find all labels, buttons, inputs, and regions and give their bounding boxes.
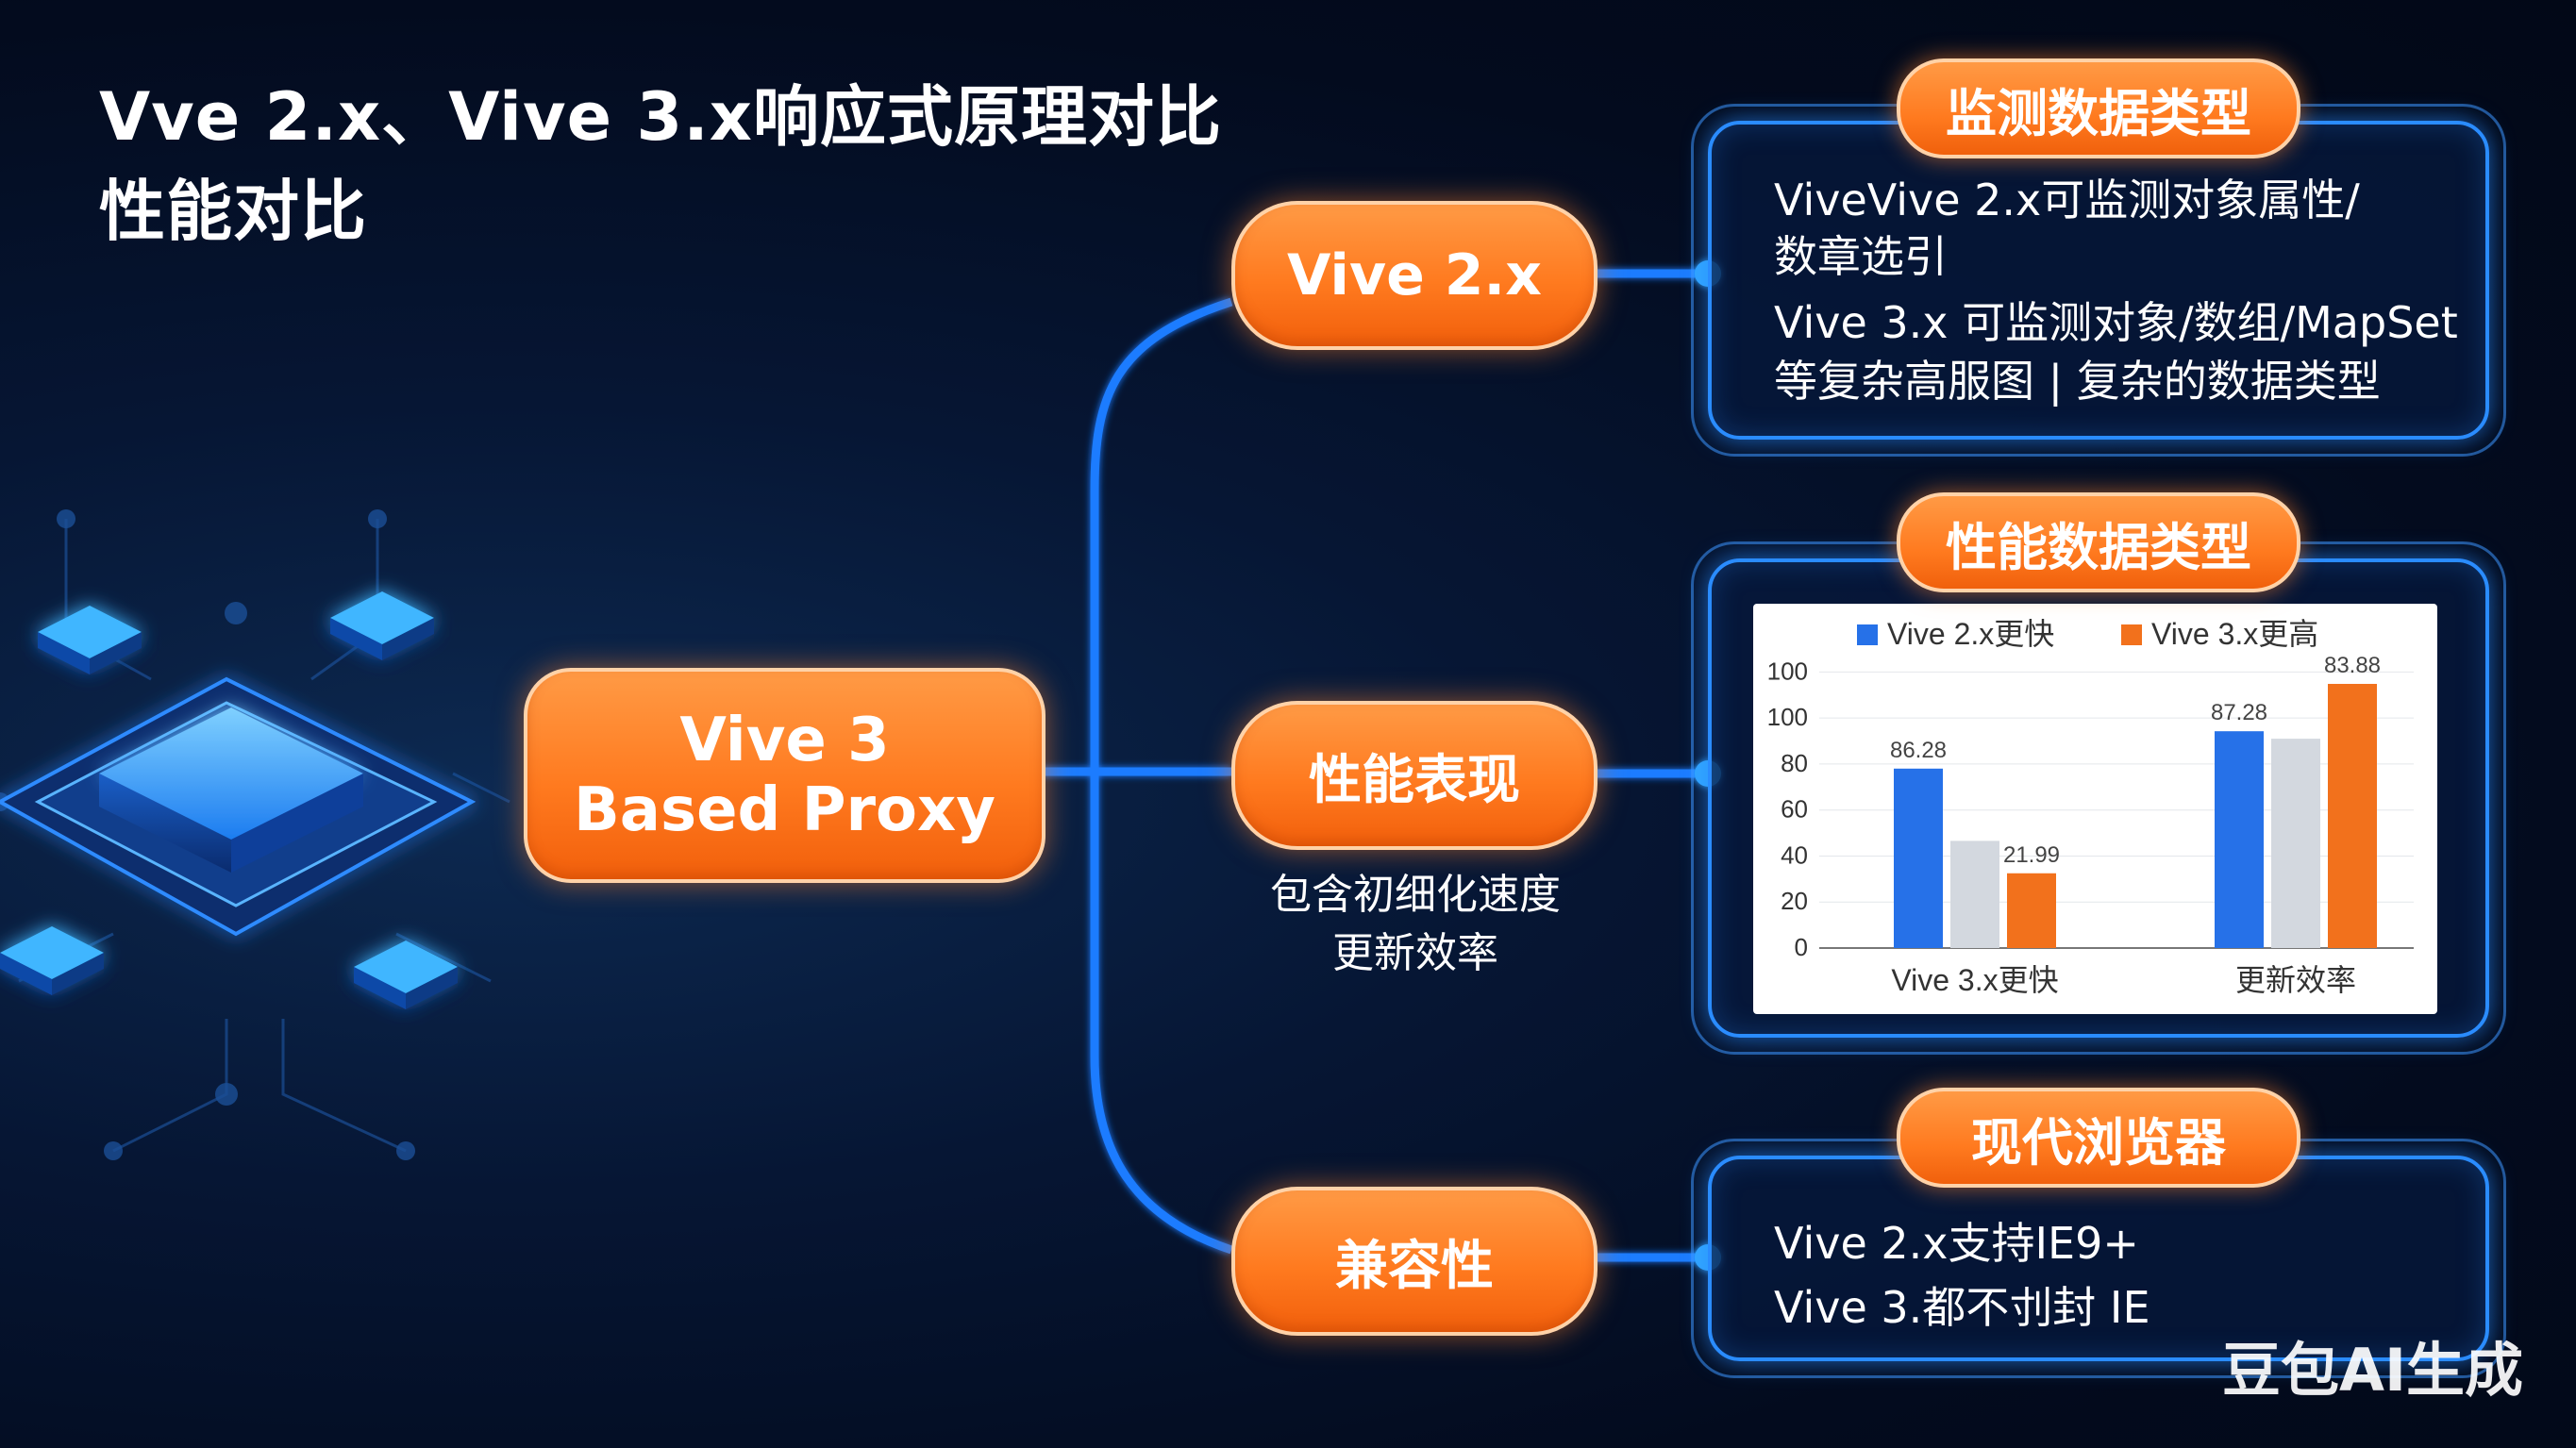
legend-label: Vive 2.x更快 bbox=[1887, 617, 2054, 651]
page-subtitle: 性能对比 bbox=[99, 173, 367, 250]
bar bbox=[2007, 873, 2056, 948]
data-label: 83.88 bbox=[2324, 653, 2381, 678]
watermark: 豆包AI生成 bbox=[2222, 1336, 2524, 1405]
monitor-line-4: 等复杂高服图 | 复杂的数据类型 bbox=[1774, 356, 2381, 407]
data-label: 86.28 bbox=[1890, 738, 1947, 763]
branch-node-vive2: Vive 2.x bbox=[1231, 201, 1597, 350]
bar bbox=[2215, 731, 2264, 948]
y-tick-label: 40 bbox=[1781, 841, 1808, 869]
bar bbox=[1950, 841, 1999, 948]
y-tick-label: 20 bbox=[1781, 887, 1808, 915]
root-node-line1: Vive 3 bbox=[679, 706, 890, 775]
y-tick-label: 60 bbox=[1781, 795, 1808, 824]
compatibility-panel-tag: 现代浏览器 bbox=[1897, 1088, 2300, 1188]
bar bbox=[2328, 683, 2377, 948]
monitor-panel-tag: 监测数据类型 bbox=[1897, 58, 2300, 158]
legend-swatch bbox=[2121, 624, 2142, 645]
page-title: Vve 2.x、Vive 3.x响应式原理对比 bbox=[99, 78, 1222, 156]
chip-illustration bbox=[0, 509, 510, 1160]
x-category-label: 更新效率 bbox=[2235, 963, 2356, 997]
x-category-label: Vive 3.x更快 bbox=[1891, 963, 2058, 997]
bar-chart-card: 0 20 40 60 80 100 100 Vive 2.x更快 Vive 3.x更高 86.28… bbox=[1753, 604, 2437, 1014]
bar bbox=[1894, 768, 1943, 948]
y-tick-label: 80 bbox=[1781, 749, 1808, 777]
branch-curve-bottom bbox=[1090, 772, 1233, 1255]
bar-chart: 0 20 40 60 80 100 100 Vive 2.x更快 Vive 3.x更高 86.28… bbox=[1767, 617, 2414, 997]
root-node: Vive 3 Based Proxy bbox=[524, 668, 1045, 883]
performance-panel-tag: 性能数据类型 bbox=[1897, 492, 2300, 592]
bar bbox=[2271, 739, 2320, 948]
performance-note-line1: 包含初细化速度 bbox=[1270, 871, 1561, 919]
y-tick-label: 100 bbox=[1767, 657, 1808, 685]
y-tick-label: 100 bbox=[1767, 703, 1808, 731]
monitor-line-3: Vive 3.x 可监测对象/数组/MapSet bbox=[1774, 297, 2458, 348]
legend-swatch bbox=[1857, 624, 1878, 645]
branch-node-compatibility: 兼容性 bbox=[1231, 1187, 1597, 1336]
monitor-line-1: ViveVive 2.x可监测对象属性/ bbox=[1774, 175, 2360, 225]
y-tick-label: 0 bbox=[1795, 933, 1808, 961]
compatibility-line-2: Vive 3.都不刌封 IE bbox=[1774, 1282, 2150, 1333]
legend-label: Vive 3.x更高 bbox=[2151, 617, 2318, 651]
branch-node-performance: 性能表现 bbox=[1231, 701, 1597, 850]
performance-note-line2: 更新效率 bbox=[1332, 929, 1498, 977]
data-label: 87.28 bbox=[2211, 700, 2267, 725]
compatibility-line-1: Vive 2.x支持IE9+ bbox=[1774, 1218, 2139, 1269]
monitor-line-2: 数章选引 bbox=[1774, 231, 1948, 282]
root-node-line2: Based Proxy bbox=[574, 775, 995, 845]
branch-curve-top bbox=[1090, 297, 1233, 772]
data-label: 21.99 bbox=[2003, 842, 2060, 868]
